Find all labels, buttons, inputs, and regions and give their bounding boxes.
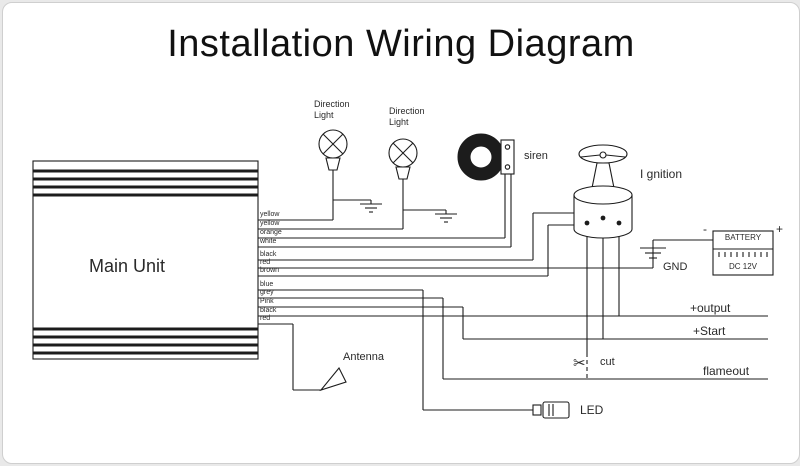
main-unit-box [32, 160, 259, 360]
wire-orange [258, 174, 506, 239]
main-unit-label: Main Unit [89, 256, 166, 276]
battery-voltage-label: DC 12V [728, 262, 757, 271]
antenna-label: Antenna [343, 351, 384, 363]
direction-light-2-label: Direction Light [389, 106, 425, 127]
cut-label: cut [600, 356, 615, 368]
wire-label-brown: brown [260, 267, 280, 274]
page-title: Installation Wiring Diagram [167, 23, 635, 65]
battery-icon [712, 230, 774, 276]
wiring-diagram-canvas [32, 129, 774, 419]
battery-minus-label: - [703, 222, 707, 236]
gnd-label: GND [663, 261, 688, 273]
ground-icon [360, 203, 382, 213]
wire-label-black-2: black [260, 307, 277, 314]
gnd-icon [640, 239, 713, 268]
wire-label-black-1: black [260, 251, 277, 258]
wire-yellow-1 [258, 170, 334, 221]
direction-light-1-icon [318, 129, 382, 213]
led-icon [532, 401, 570, 419]
wire-label-red-1: red [260, 259, 271, 266]
output-terminal-label: +output [690, 301, 731, 315]
start-terminal-label: +Start [693, 324, 726, 338]
ignition-output-wires [586, 236, 620, 379]
wire-pink [258, 306, 768, 340]
siren-label: siren [524, 150, 548, 162]
direction-light-2-icon [388, 138, 457, 223]
antenna-icon [319, 366, 347, 392]
wire-label-red-2: red [260, 315, 271, 322]
wire-yellow-2 [258, 179, 404, 230]
ignition-icon [573, 144, 633, 239]
scissors-icon: ✂ [573, 355, 586, 372]
wire-blue [258, 289, 533, 411]
wire-label-pink: Pink [260, 298, 274, 305]
led-label: LED [580, 403, 604, 417]
wire-label-grey: grey [260, 289, 274, 296]
battery-label: BATTERY [724, 233, 762, 242]
wire-label-yellow-2: yellow [260, 220, 280, 227]
siren-icon [457, 133, 515, 181]
wire-label-blue: blue [260, 281, 274, 288]
wire-brown [258, 224, 574, 277]
wire-grey [258, 297, 768, 380]
wire-black-1 [258, 212, 574, 261]
ignition-label: I gnition [640, 167, 683, 181]
wire-white [258, 174, 512, 248]
flameout-terminal-label: flameout [703, 364, 750, 378]
wire-label-orange: orange [260, 229, 282, 236]
wire-red-2 [258, 323, 321, 391]
wire-label-yellow-1: yellow [260, 211, 280, 218]
direction-light-1-label: Direction Light [314, 99, 350, 120]
wire-label-white: white [260, 238, 277, 245]
battery-plus-label: + [776, 222, 784, 236]
ground-icon [435, 213, 457, 223]
